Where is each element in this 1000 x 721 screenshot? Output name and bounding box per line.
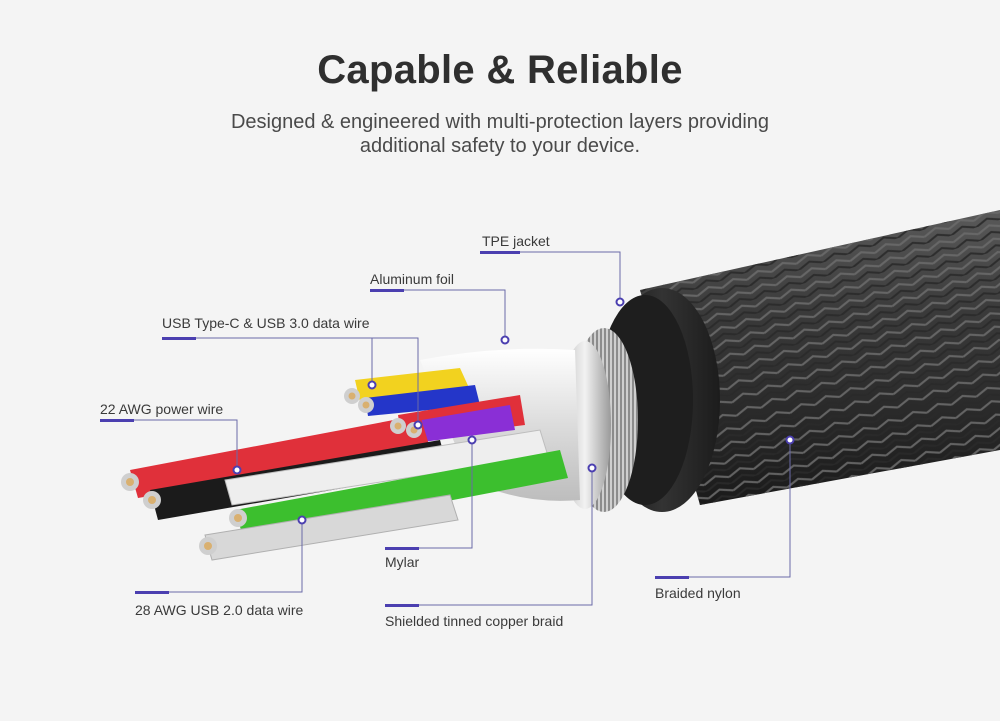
leader-usb-c-a: [162, 337, 373, 385]
label-aluminum-foil: Aluminum foil: [370, 271, 454, 287]
leader-power-wire: [100, 419, 238, 470]
page-subtitle: Designed & engineered with multi-protect…: [200, 110, 800, 158]
label-usb2-wire: 28 AWG USB 2.0 data wire: [135, 602, 304, 618]
label-underlines: [100, 251, 689, 607]
leader-usb-c-b: [372, 337, 419, 425]
subtitle-line-1: Designed & engineered with multi-protect…: [230, 111, 770, 133]
leader-usb2-wire: [135, 520, 303, 593]
label-copper-braid: Shielded tinned copper braid: [385, 613, 563, 629]
leader-copper-braid: [385, 468, 593, 606]
leader-aluminum-foil: [370, 289, 506, 340]
label-usb-c-wire: USB Type-C & USB 3.0 data wire: [162, 315, 370, 331]
label-mylar: Mylar: [385, 554, 420, 570]
marker-dots: [232, 297, 795, 525]
usb-c-wire-pair: [355, 368, 525, 443]
label-power-wire: 22 AWG power wire: [100, 401, 223, 417]
leader-tpe-jacket: [480, 251, 621, 302]
braided-nylon-sleeve: [640, 210, 1000, 505]
subtitle-line-2: additional safety to your device.: [359, 135, 641, 157]
leader-braided-nylon: [655, 440, 791, 578]
label-tpe-jacket: TPE jacket: [482, 233, 550, 249]
wire-tips: [121, 388, 422, 555]
label-braided-nylon: Braided nylon: [655, 585, 741, 601]
page-title: Capable & Reliable: [317, 48, 683, 92]
leader-lines: [100, 251, 791, 606]
